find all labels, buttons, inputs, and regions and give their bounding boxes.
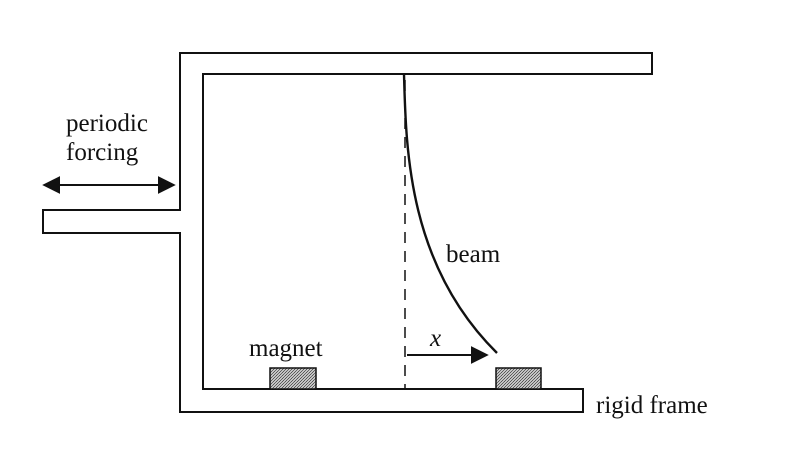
rigid-frame-label: rigid frame <box>596 392 708 419</box>
periodic-forcing-label-line1: periodic <box>66 110 148 137</box>
magnet-label: magnet <box>249 335 323 362</box>
magnet-right <box>495 367 542 390</box>
magnet-left <box>269 367 317 390</box>
beam-curve <box>402 73 498 354</box>
rigid-frame <box>42 52 653 413</box>
beam-label: beam <box>446 241 501 268</box>
displacement-label: x <box>429 325 441 352</box>
periodic-forcing-label-line2: forcing <box>66 139 139 166</box>
